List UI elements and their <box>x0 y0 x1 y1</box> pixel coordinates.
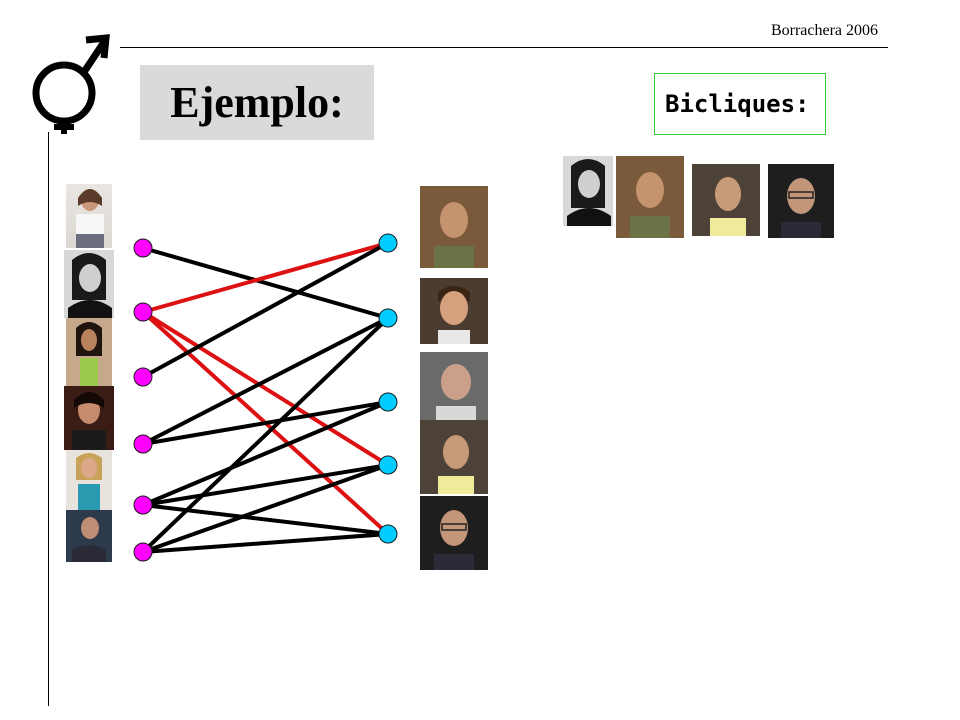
biclique-photo-4 <box>768 164 834 238</box>
node-R5 <box>378 524 398 544</box>
photo-left-2 <box>64 250 114 318</box>
photo-left-5 <box>66 450 112 512</box>
edge-L1-R2 <box>142 246 389 320</box>
photo-left-3 <box>66 318 112 386</box>
photo-right-5 <box>420 496 488 570</box>
node-R2 <box>378 308 398 328</box>
photo-right-2 <box>420 278 488 344</box>
photo-left-1 <box>66 184 112 248</box>
edge-L6-R2 <box>141 316 390 554</box>
node-L5 <box>133 495 153 515</box>
graph-nodes <box>133 233 398 562</box>
edge-L5-R3 <box>142 400 389 507</box>
edge-L3-R1 <box>142 241 389 379</box>
biclique-photo-2 <box>616 156 684 238</box>
edge-L2-R1 <box>142 241 389 314</box>
node-R4 <box>378 455 398 475</box>
biclique-box: Bicliques: <box>654 73 826 135</box>
edge-L4-R3 <box>142 400 389 446</box>
node-L2 <box>133 302 153 322</box>
edge-L5-R5 <box>142 503 389 536</box>
gender-symbol-icon <box>32 34 110 134</box>
edge-L5-R4 <box>142 463 389 507</box>
photo-right-3 <box>420 352 488 422</box>
photo-left-4 <box>64 386 114 450</box>
header-text: Borrachera 2006 <box>770 22 878 39</box>
biclique-photo-1 <box>563 156 613 226</box>
edge-L6-R4 <box>142 463 389 554</box>
edge-L2-R4 <box>141 310 390 467</box>
biclique-photo-3 <box>692 164 760 236</box>
title-box: Ejemplo: <box>140 65 374 140</box>
node-L4 <box>133 434 153 454</box>
photo-left-6 <box>66 510 112 562</box>
edge-L6-R5 <box>142 532 389 554</box>
edge-L4-R2 <box>142 316 389 446</box>
photo-right-4 <box>420 420 488 494</box>
page-title: Ejemplo: <box>170 78 344 127</box>
node-L1 <box>133 238 153 258</box>
node-R1 <box>378 233 398 253</box>
graph-edges <box>141 241 390 554</box>
left-rule <box>48 132 49 706</box>
header-rule <box>120 47 888 48</box>
node-R3 <box>378 392 398 412</box>
node-L6 <box>133 542 153 562</box>
node-L3 <box>133 367 153 387</box>
biclique-label: Bicliques: <box>665 90 810 118</box>
photo-right-1 <box>420 186 488 268</box>
